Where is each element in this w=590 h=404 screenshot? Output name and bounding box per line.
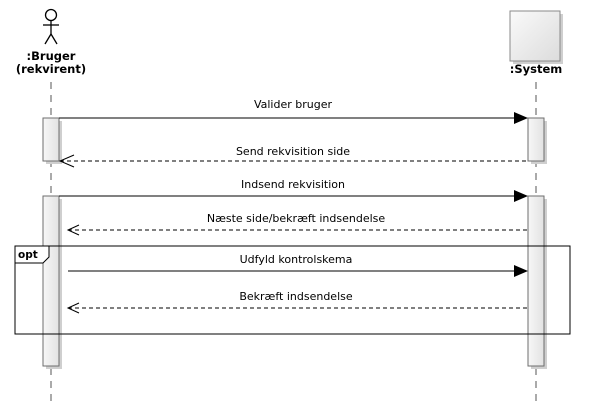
fragment-opt-tab — [14, 245, 50, 264]
message-arrowhead-4 — [66, 224, 80, 236]
message-arrowhead-6 — [66, 302, 80, 314]
participant-box-system — [509, 10, 561, 62]
message-arrowhead-2 — [58, 154, 75, 168]
message-arrowhead-3 — [514, 190, 528, 202]
participant-label-system: :System — [510, 62, 563, 76]
actor-icon — [43, 8, 59, 45]
fragment-opt-label: opt — [18, 249, 38, 261]
activation-bar-system-2 — [527, 195, 545, 367]
activation-bar-bruger-1 — [42, 117, 60, 162]
participant-label-bruger-line1: :Bruger — [27, 49, 76, 63]
message-label-2: Send rekvisition side — [236, 145, 350, 158]
activation-bar-bruger-2 — [42, 195, 60, 367]
message-label-4: Næste side/bekræft indsendelse — [207, 212, 386, 225]
message-label-6: Bekræft indsendelse — [239, 290, 353, 303]
message-label-5: Udfyld kontrolskema — [240, 253, 353, 266]
message-label-3: Indsend rekvisition — [241, 178, 345, 191]
fragment-opt-frame — [14, 245, 571, 335]
message-arrowhead-5 — [514, 265, 528, 277]
activation-bar-system-1 — [527, 117, 545, 162]
participant-label-bruger-line2: (rekvirent) — [16, 62, 86, 76]
message-label-1: Valider bruger — [254, 98, 333, 111]
message-arrowhead-1 — [514, 112, 528, 124]
